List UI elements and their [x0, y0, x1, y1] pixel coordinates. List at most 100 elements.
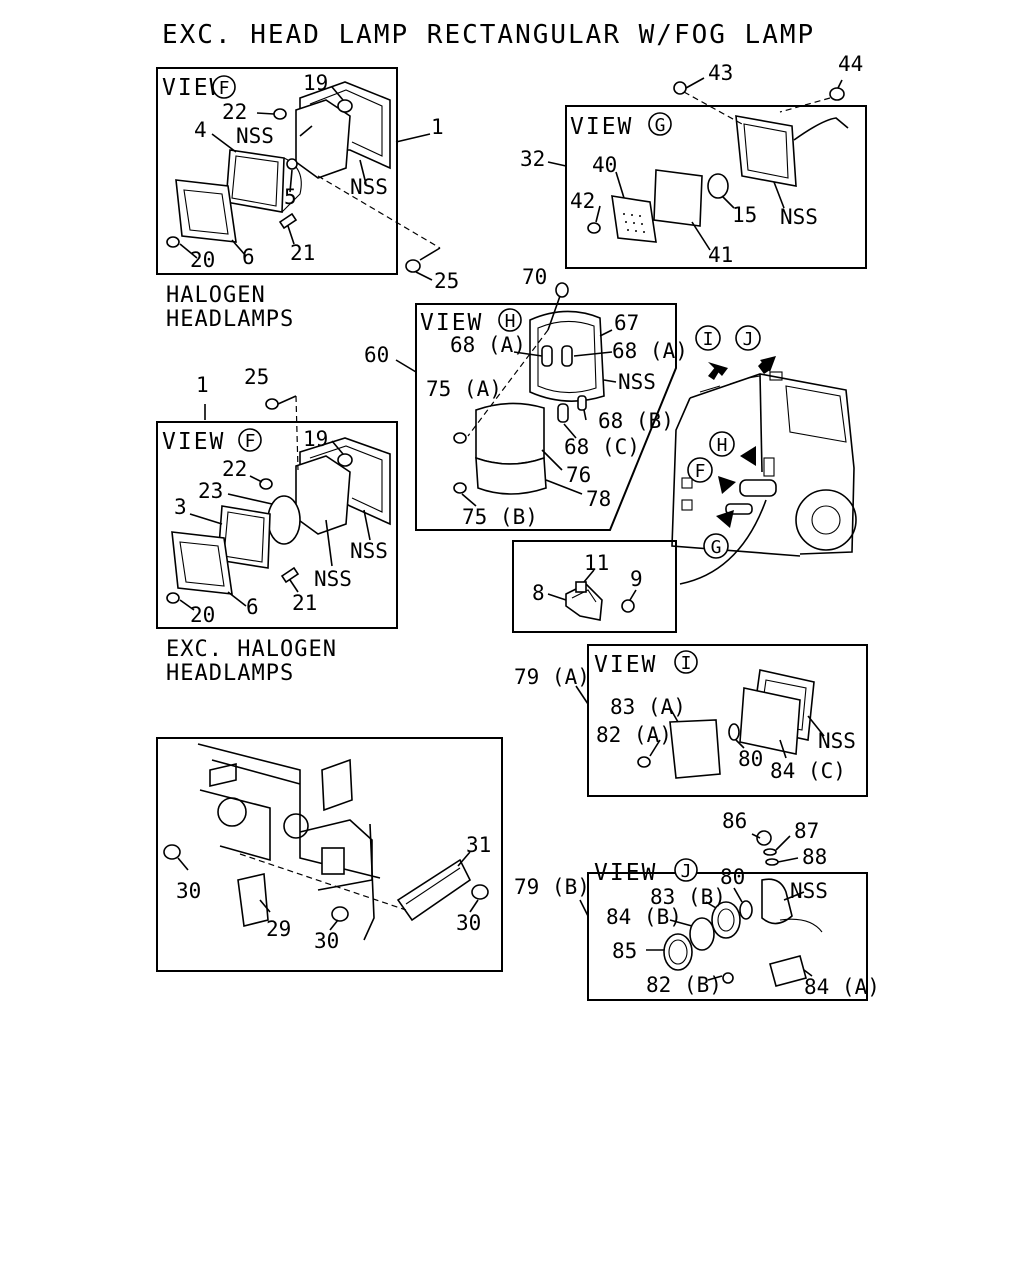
screw-25 [265, 398, 279, 410]
label-nss: NSS [236, 124, 274, 148]
view-j-letter: J [681, 861, 692, 882]
view-f-top-panel: VIEW F 19 22 NSS [156, 67, 459, 293]
label-44: 44 [838, 52, 863, 76]
truck-illustration: I J H F G [671, 325, 857, 585]
label-82a: 82 (A) [596, 723, 672, 747]
screw-42 [587, 222, 601, 234]
bracket-frame [156, 737, 503, 972]
view-j-marker-circle [674, 858, 698, 882]
caption-halogen: HALOGEN [166, 283, 266, 308]
label-75a: 75 (A) [426, 377, 502, 401]
truck-rear-lamp [739, 479, 777, 497]
label-22: 22 [222, 457, 247, 481]
view-f-bottom-frame [156, 421, 398, 629]
label-83b: 83 (B) [650, 885, 726, 909]
label-8: 8 [532, 581, 545, 605]
bolt-30-left [163, 844, 181, 860]
arrow-j [758, 356, 776, 374]
view-i-marker-circle [674, 650, 698, 674]
bulb-80 [739, 900, 753, 920]
screw-20 [166, 236, 180, 248]
truck-marker-h [709, 431, 735, 457]
marker-lamp-frame [739, 687, 801, 755]
truck-marker-g [703, 533, 729, 559]
label-nss: NSS [350, 175, 388, 199]
fog-bulb [707, 173, 729, 199]
ring-84b [689, 917, 715, 951]
bulb-68c [557, 403, 569, 423]
screw-22 [259, 478, 273, 490]
bracket-31 [396, 858, 472, 922]
view-h-frame [415, 303, 677, 531]
view-h-panel: VIEW H 70 60 67 68 (A) 68 (A) NSS 75 (A) [364, 265, 688, 531]
label-84c: 84 (C) [770, 759, 846, 783]
arrow-f [718, 476, 736, 494]
view-h-marker-circle [498, 308, 522, 332]
spring-21 [280, 566, 300, 584]
label-20: 20 [190, 248, 215, 272]
lens-83b [711, 901, 741, 939]
view-f-bottom-panel: VIEW F 1 25 19 22 23 3 NSS NSS [156, 365, 398, 629]
view-word-j: VIEW [594, 860, 657, 886]
label-nss: NSS [618, 370, 656, 394]
label-29: 29 [266, 917, 291, 941]
view-f-bottom-letter: F [245, 431, 256, 452]
view-g-letter: G [655, 115, 666, 136]
clip-11 [575, 581, 587, 593]
page-title: EXC. HEAD LAMP RECTANGULAR W/FOG LAMP [162, 20, 816, 50]
label-42: 42 [570, 189, 595, 213]
view-f-top-frame [156, 67, 398, 275]
caption-halogen-headlamps: HEADLAMPS [166, 307, 294, 332]
nut-44 [829, 87, 845, 101]
label-70: 70 [522, 265, 547, 289]
label-21: 21 [292, 591, 317, 615]
truck-window [785, 385, 847, 443]
ring-85 [663, 933, 693, 971]
bulb-68b [577, 395, 587, 411]
label-6: 6 [246, 595, 259, 619]
fog-lamp-wire [793, 117, 849, 141]
truck-wheel [795, 489, 857, 551]
washer-87 [763, 848, 777, 856]
label-68c: 68 (C) [564, 435, 640, 459]
screw-75a [453, 432, 467, 444]
spring-21 [278, 212, 298, 230]
label-9: 9 [630, 567, 643, 591]
truck-marker-f-letter: F [695, 461, 706, 482]
label-nss: NSS [314, 567, 352, 591]
view-f-top-marker-circle [212, 75, 236, 99]
label-3: 3 [174, 495, 187, 519]
view-word-i: VIEW [594, 652, 657, 678]
truck-marker-i-letter: I [703, 329, 714, 350]
truck-marker-f [687, 457, 713, 483]
lamp-housing [295, 455, 351, 535]
frame-block [321, 758, 353, 812]
caption-exc-halogen: EXC. HALOGEN [166, 637, 337, 662]
label-87: 87 [794, 819, 819, 843]
marker-lens [669, 719, 721, 779]
view-j-panel: VIEW J 86 87 88 79 (B) 80 NSS 83 (B) [514, 809, 880, 1001]
label-75b: 75 (B) [462, 505, 538, 529]
label-60: 60 [364, 343, 389, 367]
view-f-top-letter: F [219, 78, 230, 99]
bulb-5 [286, 158, 298, 170]
screw-22 [273, 108, 287, 120]
label-5: 5 [284, 185, 297, 209]
label-79a: 79 (A) [514, 665, 590, 689]
label-80: 80 [720, 865, 745, 889]
label-30: 30 [176, 879, 201, 903]
label-22: 22 [222, 100, 247, 124]
bulb-68a-left [541, 345, 553, 367]
bracket-29 [237, 873, 269, 927]
label-30: 30 [314, 929, 339, 953]
lamp-23 [267, 495, 301, 545]
label-86: 86 [722, 809, 747, 833]
detail-pointer [679, 499, 767, 585]
view-word-h: VIEW [420, 310, 483, 336]
lamp-bezel [175, 179, 237, 243]
marker-bulb [728, 723, 740, 741]
label-19: 19 [303, 427, 328, 451]
label-11: 11 [584, 551, 609, 575]
view-g-frame [565, 105, 867, 269]
